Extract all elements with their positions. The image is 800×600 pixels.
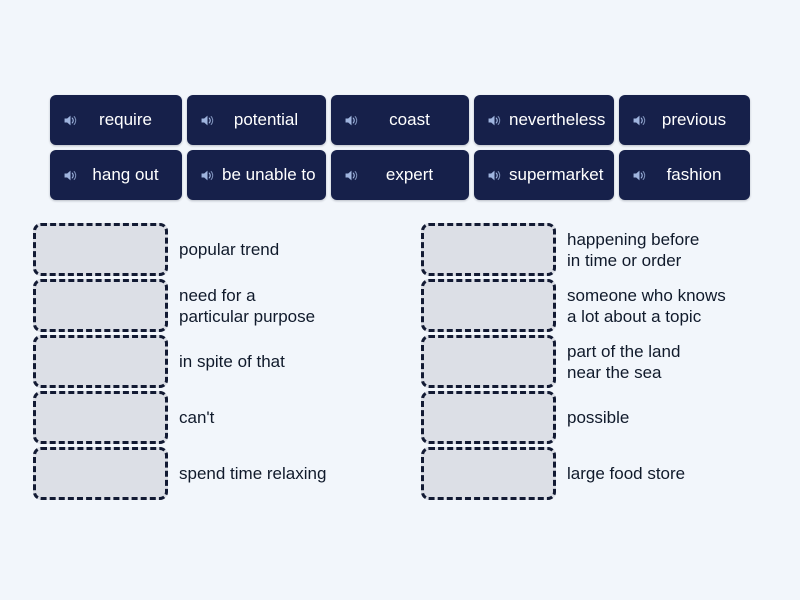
definition-text: in spite of that (179, 352, 285, 371)
word-tile[interactable]: require (50, 95, 182, 145)
drop-zone[interactable] (421, 335, 556, 388)
speaker-icon[interactable] (199, 167, 216, 184)
word-tile-label: supermarket (509, 165, 604, 184)
word-tile[interactable]: coast (331, 95, 469, 145)
word-tile[interactable]: supermarket (474, 150, 614, 200)
drop-zone[interactable] (421, 391, 556, 444)
match-area: popular trend need for a particular purpo… (33, 223, 773, 500)
drop-zone[interactable] (421, 279, 556, 332)
drop-zone[interactable] (33, 391, 168, 444)
word-tile-label: coast (389, 110, 430, 129)
definition-text: possible (567, 408, 630, 427)
speaker-icon[interactable] (631, 167, 648, 184)
match-row: happening before in time or order (421, 223, 773, 276)
speaker-icon[interactable] (631, 112, 648, 129)
match-row: popular trend (33, 223, 385, 276)
drop-zone[interactable] (33, 447, 168, 500)
word-tile[interactable]: nevertheless (474, 95, 614, 145)
match-row: spend time relaxing (33, 447, 385, 500)
speaker-icon[interactable] (62, 167, 79, 184)
word-tile-label: hang out (92, 165, 159, 184)
word-tile-label: potential (233, 110, 299, 129)
word-tile-label: expert (385, 165, 434, 184)
match-row: need for a particular purpose (33, 279, 385, 332)
speaker-icon[interactable] (62, 112, 79, 129)
word-tile-label: be unable to (222, 165, 316, 184)
match-row: someone who knows a lot about a topic (421, 279, 773, 332)
match-row: possible (421, 391, 773, 444)
word-tile[interactable]: expert (331, 150, 469, 200)
drop-zone[interactable] (33, 223, 168, 276)
match-row: in spite of that (33, 335, 385, 388)
word-tile-label: require (99, 110, 152, 129)
word-tile-tray: require potential coast nevertheless pre… (50, 95, 750, 200)
definition-text: spend time relaxing (179, 464, 327, 483)
definition-text: can't (179, 408, 215, 427)
speaker-icon[interactable] (343, 112, 360, 129)
definition-text: part of the land near the sea (567, 341, 681, 382)
match-row: part of the land near the sea (421, 335, 773, 388)
speaker-icon[interactable] (199, 112, 216, 129)
word-tile[interactable]: potential (187, 95, 326, 145)
speaker-icon[interactable] (486, 167, 503, 184)
match-row: large food store (421, 447, 773, 500)
word-tile[interactable]: be unable to (187, 150, 326, 200)
word-tile-label: nevertheless (509, 110, 606, 129)
drop-zone[interactable] (33, 335, 168, 388)
word-tile-label: previous (661, 110, 727, 129)
speaker-icon[interactable] (343, 167, 360, 184)
word-tile[interactable]: previous (619, 95, 750, 145)
drop-zone[interactable] (421, 223, 556, 276)
word-tile[interactable]: fashion (619, 150, 750, 200)
speaker-icon[interactable] (486, 112, 503, 129)
match-row: can't (33, 391, 385, 444)
definition-text: large food store (567, 464, 686, 483)
definition-text: someone who knows a lot about a topic (567, 285, 726, 326)
definition-text: happening before in time or order (567, 229, 700, 270)
drop-zone[interactable] (33, 279, 168, 332)
definition-text: popular trend (179, 240, 280, 259)
word-tile[interactable]: hang out (50, 150, 182, 200)
drop-zone[interactable] (421, 447, 556, 500)
word-tile-label: fashion (666, 165, 722, 184)
definition-text: need for a particular purpose (179, 285, 316, 326)
match-column-left: popular trend need for a particular purpo… (33, 223, 385, 500)
match-column-right: happening before in time or order someone… (421, 223, 773, 500)
